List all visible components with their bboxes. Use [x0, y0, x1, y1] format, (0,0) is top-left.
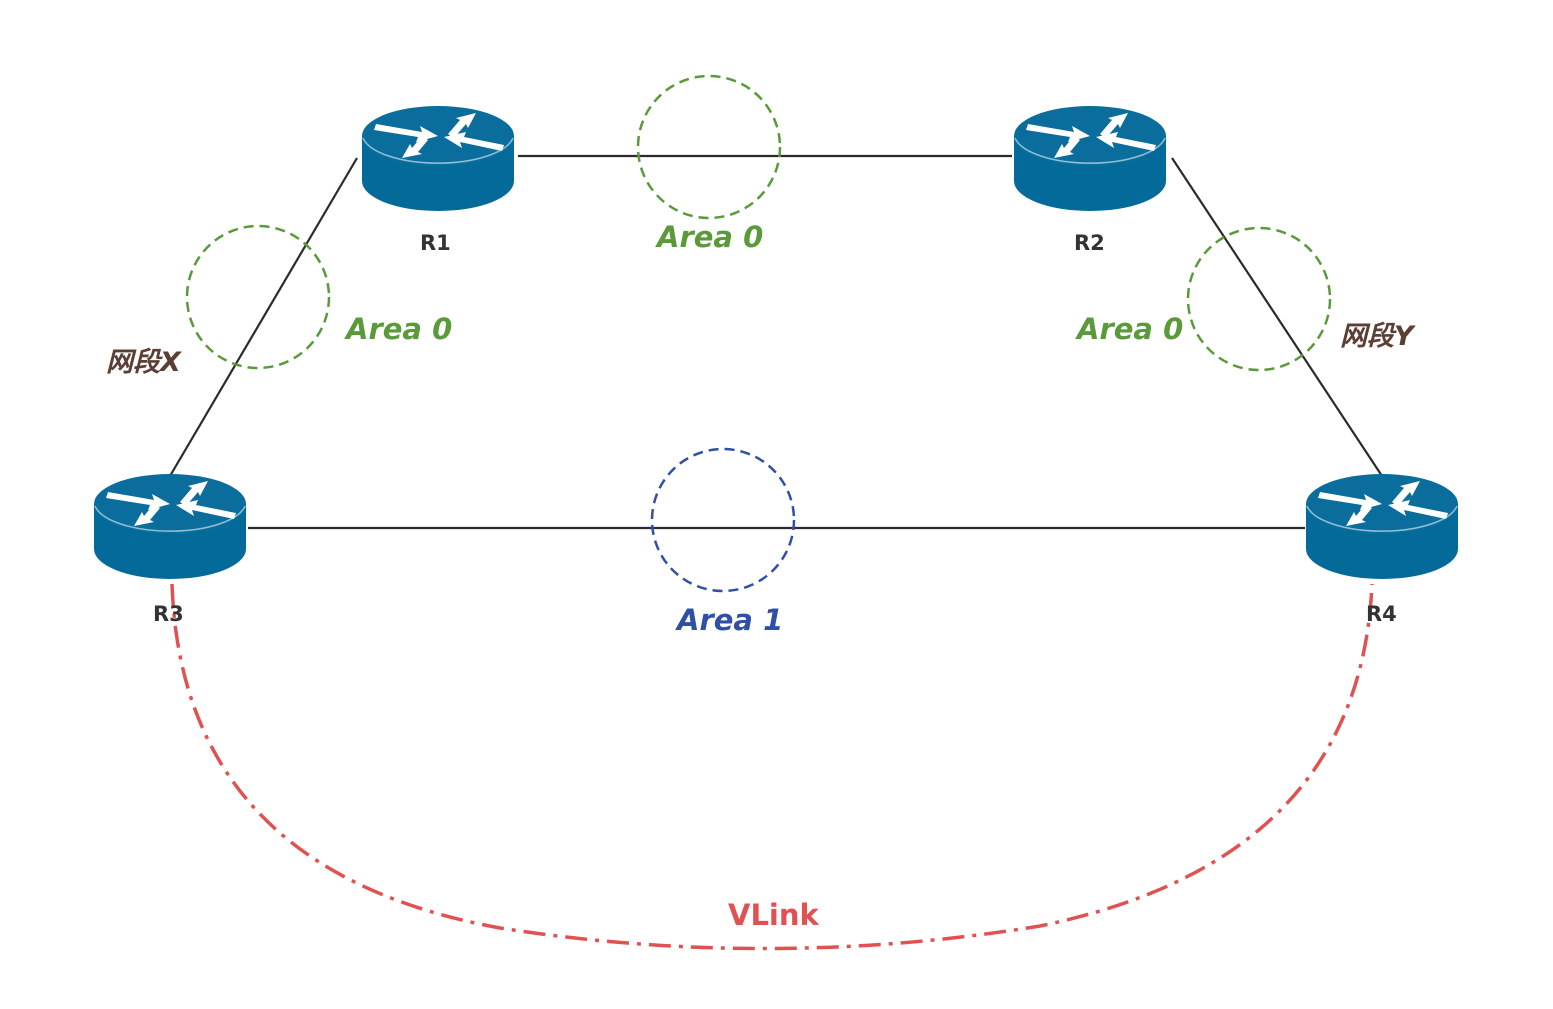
segment-label-y: 网段Y: [1340, 321, 1414, 352]
vlink-label: VLink: [728, 898, 819, 932]
router-icon-r3[interactable]: [93, 473, 247, 580]
virtual-link-path: [170, 583, 1374, 951]
area-circle-r3-r4: [650, 447, 796, 593]
link-r1-r3: [169, 157, 358, 477]
area-label-r2-r4: Area 0: [1077, 312, 1184, 346]
area-circle-r2-r4: [1186, 226, 1332, 372]
router-icon-r1[interactable]: [361, 105, 515, 212]
router-label-r2: R2: [1074, 231, 1105, 255]
area-label-r3-r4: Area 1: [677, 603, 784, 637]
segment-label-x: 网段X: [106, 347, 181, 378]
router-label-r1: R1: [420, 231, 451, 255]
area-label-r1-r2: Area 0: [657, 220, 764, 254]
link-r2-r4: [1171, 157, 1383, 477]
area-label-r1-r3: Area 0: [346, 312, 453, 346]
router-icon-r4[interactable]: [1305, 473, 1459, 580]
area-circle-r1-r3: [185, 224, 331, 370]
area-circle-r1-r2: [636, 74, 782, 220]
router-label-r3: R3: [153, 602, 184, 626]
router-icon-r2[interactable]: [1013, 105, 1167, 212]
router-label-r4: R4: [1366, 602, 1397, 626]
